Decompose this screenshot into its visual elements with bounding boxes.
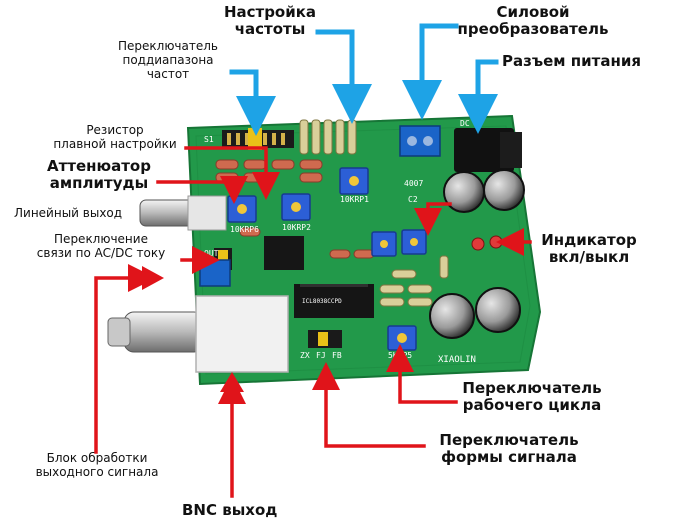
label-bnc-out: BNC выход — [182, 501, 278, 519]
arrow-subrange — [229, 69, 276, 136]
silk-freq: 10HZ 1KHZ 10KH 30K 400K — [298, 111, 381, 118]
led-indicator-b — [489, 235, 503, 249]
generator-chip — [294, 284, 374, 318]
silk-4007: 4007 — [404, 179, 423, 188]
label-wave-switch: Переключатель формы сигнала — [439, 431, 579, 467]
label-subrange-switch: Переключатель поддиапазона частот — [118, 39, 218, 81]
silk-fb: FB — [332, 351, 342, 360]
power-jack — [454, 128, 522, 172]
silk-fj: FJ — [316, 351, 326, 360]
silk-chip: ICL8038CCPD — [302, 298, 342, 305]
silk-pot-a: 10KRP6 — [230, 225, 259, 234]
arrow-attenuator — [156, 176, 248, 204]
blue-arrows — [229, 23, 499, 136]
label-acdc-switch: Переключение связи по AC/DC току — [36, 232, 166, 260]
label-duty-switch: Переключатель рабочего цикла — [462, 379, 602, 415]
led-indicator-a — [471, 237, 485, 251]
silk-pot-c: 10KRP1 — [340, 195, 369, 204]
head-output-block — [142, 266, 164, 290]
label-attenuator: Аттенюатор амплитуды — [47, 157, 151, 193]
red-arrows — [94, 146, 532, 498]
silk-dc: DC — [460, 119, 470, 128]
opamp-chip — [264, 236, 304, 270]
power-terminal — [399, 125, 441, 157]
head-bnc — [220, 372, 244, 392]
arrow-power-cap — [414, 202, 452, 236]
arrow-wave — [312, 362, 426, 448]
output-terminal — [199, 259, 231, 287]
label-output-block: Блок обработки выходного сигнала — [35, 451, 159, 479]
silk-c2: C2 — [408, 195, 418, 204]
silk-zx: ZX — [300, 351, 310, 360]
label-power-converter: Силовой преобразователь — [457, 3, 609, 39]
arrow-power-jack — [458, 59, 499, 134]
silk-s1: S1 — [204, 135, 214, 144]
bnc-connector — [107, 295, 289, 373]
label-line-out: Линейный выход — [14, 206, 123, 220]
line-out-connector — [139, 195, 227, 231]
silk-pot-b: 10KRP2 — [282, 223, 311, 232]
arrow-duty — [386, 344, 458, 404]
label-freq-tuning: Настройка частоты — [223, 3, 317, 39]
arrow-fine-resistor — [184, 146, 280, 200]
silk-out: OUT — [204, 249, 219, 258]
label-fine-resistor: Резистор плавной настройки — [53, 123, 177, 151]
capacitors — [429, 169, 525, 339]
label-indicator: Индикатор вкл/выкл — [541, 231, 637, 267]
red-arrow-heads — [142, 266, 244, 392]
arrow-output-block — [94, 264, 156, 454]
arrow-freq-tuning — [315, 29, 372, 124]
silk-brand: XIAOLIN — [438, 355, 476, 365]
arrow-power-converter — [402, 23, 459, 120]
label-power-jack: Разъем питания — [502, 52, 641, 70]
